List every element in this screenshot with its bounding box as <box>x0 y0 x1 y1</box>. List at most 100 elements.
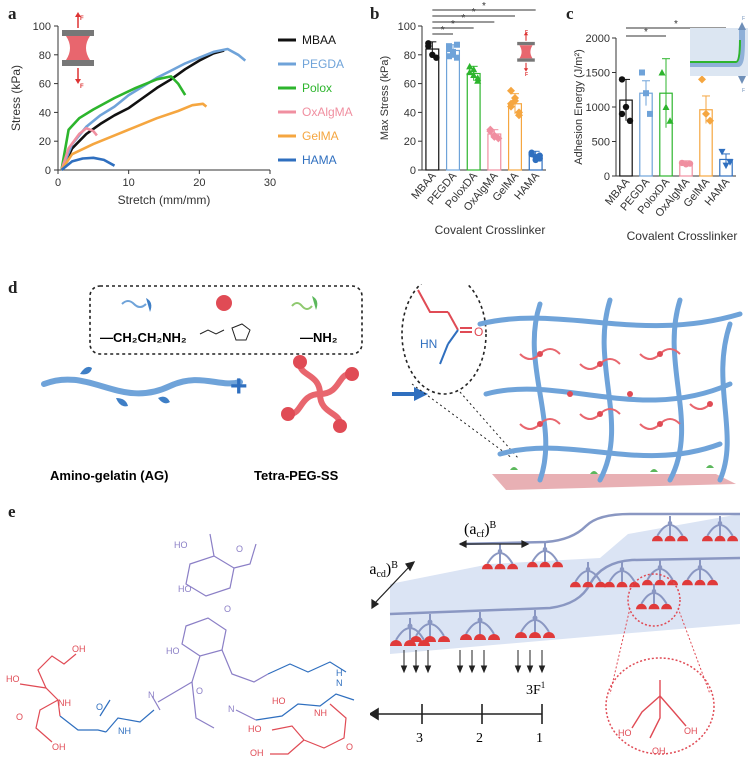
zoom-label-ho: HO <box>618 728 632 738</box>
structure-e: HO HO HO O O N N O H N NH O HO OH OH NH … <box>6 533 355 758</box>
axis-tick-1: 1 <box>536 731 543 746</box>
y-axis-label: Max Stress (kPa) <box>379 56 391 140</box>
amide-structure <box>417 289 472 365</box>
force-arrow-head <box>468 665 476 674</box>
data-point <box>666 117 674 124</box>
label-n-1: N <box>148 690 155 700</box>
label-ho-1: HO <box>174 540 188 550</box>
dendron-node <box>619 566 625 572</box>
legend-formula-nh2: —NH₂ <box>300 330 338 345</box>
dendron-cap <box>570 581 581 588</box>
amino-group-icon <box>121 298 152 312</box>
x-axis-label: Covalent Crosslinker <box>435 223 546 237</box>
dendron-node <box>477 617 483 623</box>
f-label: 3F1 <box>526 680 545 698</box>
y-tick-label: 2000 <box>586 33 610 45</box>
tensile-sample-icon-b <box>517 32 535 72</box>
dimension-arrows <box>371 540 530 610</box>
label-nh-2: NH <box>58 698 71 708</box>
data-point <box>466 68 474 76</box>
dendron-cap <box>543 632 555 638</box>
panel-letter-a: a <box>8 4 17 23</box>
panel-letter-c: c <box>566 4 574 23</box>
y-tick-label: 1000 <box>586 102 610 114</box>
label-o-2: O <box>224 604 231 614</box>
acf-label: (acf)B <box>464 520 497 540</box>
significance-star: * <box>482 1 486 12</box>
data-point <box>470 71 478 78</box>
data-point <box>454 41 460 48</box>
dendron-node <box>717 520 723 526</box>
dendron-cap <box>515 632 527 638</box>
zoom-circles <box>605 573 715 755</box>
amine-nh2-icon <box>291 296 318 310</box>
label-oh-3: OH <box>250 748 264 758</box>
data-point <box>474 74 482 81</box>
amide-nh: HN <box>420 337 437 351</box>
data-point <box>626 117 634 125</box>
dendron-cap <box>636 603 647 610</box>
x-tick-label-a: 20 <box>193 177 205 189</box>
dendron-group <box>390 516 738 646</box>
force-label-c-top: F <box>742 16 745 22</box>
y-tick-label: 60 <box>404 79 416 91</box>
label-oh-2: OH <box>52 742 66 752</box>
force-arrows <box>400 650 546 674</box>
force-arrow-head <box>400 665 408 674</box>
legend-label-gelma: GelMA <box>302 129 339 143</box>
label-ho-2: HO <box>178 584 192 594</box>
panel-letter-d: d <box>8 278 18 297</box>
x-tick-label-a: 10 <box>123 177 135 189</box>
dendron-cap <box>727 535 738 542</box>
dendron-cap <box>629 581 640 588</box>
data-point <box>722 162 730 170</box>
dendron-cap <box>694 579 706 586</box>
dendron-node <box>532 615 538 621</box>
y-tick-label: 1500 <box>586 68 610 80</box>
dendron-cap <box>595 581 606 588</box>
label-nh-1: NH <box>118 726 131 736</box>
label-tetra-peg: Tetra-PEG-SS <box>254 468 339 483</box>
legend-box <box>89 285 363 355</box>
data-point <box>622 103 630 111</box>
data-point <box>658 69 666 76</box>
dendron-cap <box>682 579 693 586</box>
label-o-4: O <box>96 702 103 712</box>
dendron-cap <box>552 561 563 568</box>
data-point <box>718 148 726 156</box>
scheme-d: —CH₂CH₂NH₂ —NH₂ + + Amino-gelatin (AG) T… <box>41 284 743 490</box>
data-point <box>686 160 694 167</box>
significance-star: * <box>472 7 476 18</box>
data-point <box>450 48 456 55</box>
dendron-cap <box>604 581 615 588</box>
y-tick-label-a: 80 <box>39 50 51 62</box>
tris-groups <box>19 653 347 755</box>
dendron-node <box>407 623 413 629</box>
y-tick-label-a: 40 <box>39 107 51 119</box>
dendron-node <box>697 564 703 570</box>
data-point <box>446 53 452 60</box>
dendron-cap <box>661 603 672 610</box>
acd-label: (acd)B <box>370 560 398 580</box>
dendron-cap <box>616 581 628 588</box>
force-arrow-head <box>526 665 534 674</box>
label-ho-3: HO <box>166 646 180 656</box>
dendron-cap <box>410 636 422 642</box>
dendron-cap <box>652 535 663 542</box>
legend-label-mbaa: MBAA <box>302 33 336 47</box>
dendron-node <box>667 520 673 526</box>
linker-chain <box>59 661 355 733</box>
dendron-cap <box>648 603 660 610</box>
series-line-gelma <box>60 102 208 171</box>
dendron-cap <box>529 632 541 638</box>
dendron-cap <box>527 561 538 568</box>
y-tick-label: 500 <box>592 137 610 149</box>
dendron-cap <box>664 535 676 542</box>
y-axis-label: Adhesion Energy (J/m²) <box>573 49 585 165</box>
dendron-cap <box>707 579 718 586</box>
data-point <box>446 46 452 53</box>
dendron-cap <box>474 634 486 640</box>
bar-pegda <box>445 49 461 171</box>
amide-oxygen: O <box>474 325 483 339</box>
data-point <box>702 109 710 118</box>
